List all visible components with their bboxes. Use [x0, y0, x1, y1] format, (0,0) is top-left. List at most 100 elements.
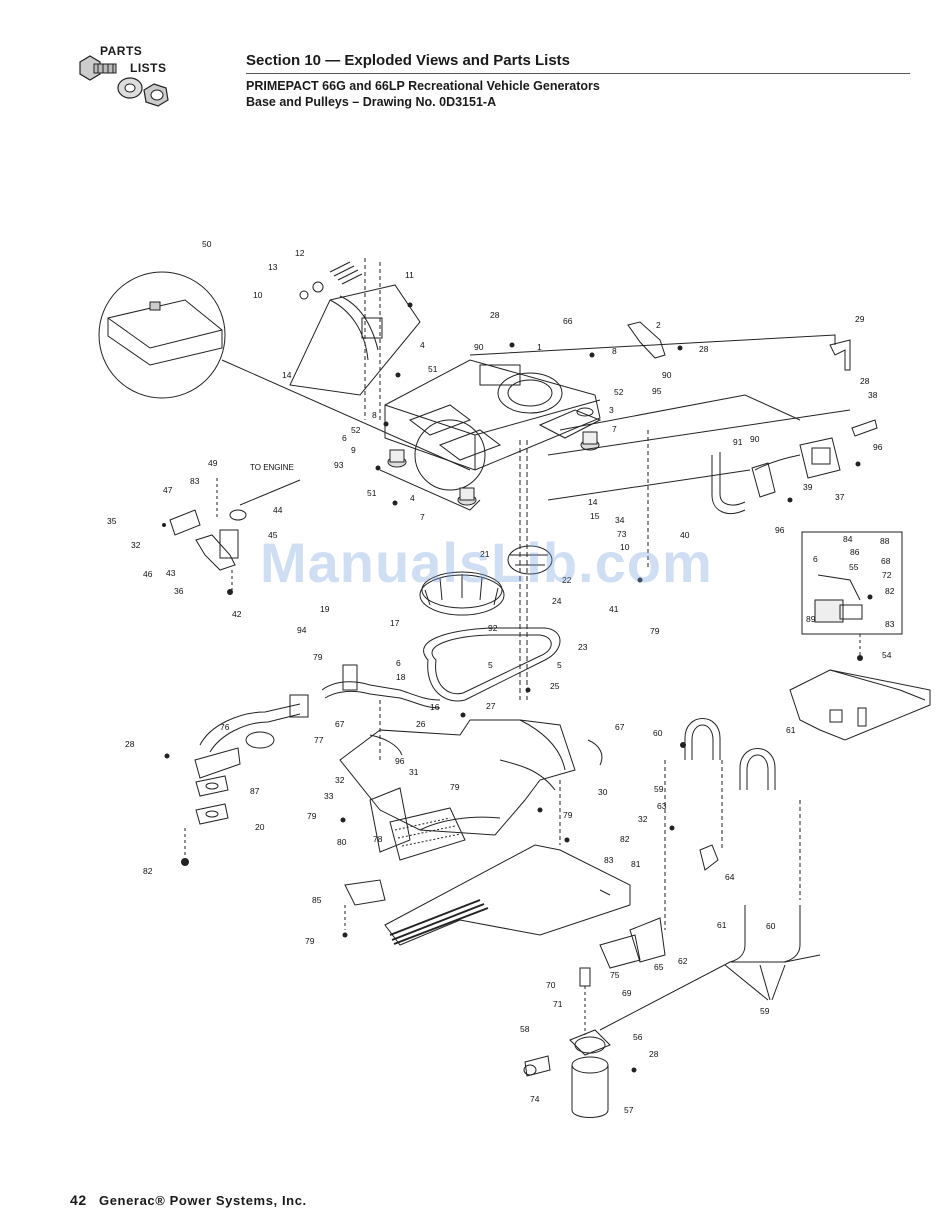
logo-lists-text: LISTS: [130, 61, 167, 75]
callout-38: 38: [868, 390, 878, 400]
callout-35: 35: [107, 516, 117, 526]
callout-9: 9: [351, 445, 356, 455]
callout-61b: 61: [717, 920, 727, 930]
callout-90a: 90: [474, 342, 484, 352]
callout-95: 95: [652, 386, 662, 396]
product-title: PRIMEPACT 66G and 66LP Recreational Vehi…: [246, 79, 600, 93]
callout-40: 40: [680, 530, 690, 540]
callout-6a: 6: [342, 433, 347, 443]
callout-79b: 79: [313, 652, 323, 662]
callout-50: 50: [202, 239, 212, 249]
callout-89: 89: [806, 614, 816, 624]
callout-52b: 52: [351, 425, 361, 435]
callout-4b: 4: [410, 493, 415, 503]
callout-17: 17: [390, 618, 400, 628]
callout-59b: 59: [760, 1006, 770, 1016]
callout-32a: 32: [131, 540, 141, 550]
callout-82c: 82: [143, 866, 153, 876]
callout-83b: 83: [885, 619, 895, 629]
callout-30: 30: [598, 787, 608, 797]
callout-69: 69: [622, 988, 632, 998]
callout-70: 70: [546, 980, 556, 990]
page-header: Section 10 — Exploded Views and Parts Li…: [246, 52, 910, 110]
company-name: Generac® Power Systems, Inc.: [99, 1193, 307, 1208]
callout-45: 45: [268, 530, 278, 540]
callout-94: 94: [297, 625, 307, 635]
callout-28c: 28: [860, 376, 870, 386]
callout-83a: 83: [190, 476, 200, 486]
callout-28b: 28: [699, 344, 709, 354]
callout-83c: 83: [604, 855, 614, 865]
callout-55: 55: [849, 562, 859, 572]
callout-63: 63: [657, 801, 667, 811]
caption-to-engine: TO ENGINE: [250, 463, 294, 472]
callout-96a: 96: [873, 442, 883, 452]
callout-31: 31: [409, 767, 419, 777]
callout-86: 86: [850, 547, 860, 557]
callout-19: 19: [320, 604, 330, 614]
callout-49: 49: [208, 458, 218, 468]
callout-52a: 52: [614, 387, 624, 397]
callout-24: 24: [552, 596, 562, 606]
callout-11: 11: [405, 270, 414, 280]
callout-66: 66: [563, 316, 573, 326]
callout-79e: 79: [307, 811, 317, 821]
page-footer: 42 Generac® Power Systems, Inc.: [70, 1192, 307, 1208]
callout-29: 29: [855, 314, 865, 324]
callout-68: 68: [881, 556, 891, 566]
callout-91: 91: [733, 437, 743, 447]
callout-73: 73: [617, 529, 627, 539]
callout-51a: 51: [428, 364, 438, 374]
callout-47: 47: [163, 485, 173, 495]
logo-parts-text: PARTS: [100, 44, 143, 58]
callout-27: 27: [486, 701, 496, 711]
callout-84: 84: [843, 534, 853, 544]
callout-32b: 32: [335, 775, 345, 785]
callout-64: 64: [725, 872, 735, 882]
callout-5a: 5: [488, 660, 493, 670]
callout-77: 77: [314, 735, 324, 745]
callout-15: 15: [590, 511, 600, 521]
callout-10: 10: [253, 290, 263, 300]
callout-82b: 82: [620, 834, 630, 844]
callout-14b: 14: [588, 497, 598, 507]
callout-12: 12: [295, 248, 305, 258]
callout-14a: 14: [282, 370, 292, 380]
callout-79a: 79: [650, 626, 660, 636]
callout-16: 16: [430, 702, 440, 712]
callout-18: 18: [396, 672, 406, 682]
callout-71: 71: [553, 999, 563, 1009]
callout-85: 85: [312, 895, 322, 905]
callout-5b: 5: [557, 660, 562, 670]
parts-lists-logo: PARTS LISTS: [72, 40, 192, 120]
callout-65: 65: [654, 962, 664, 972]
callout-61a: 61: [786, 725, 796, 735]
callout-8b: 8: [372, 410, 377, 420]
callout-37: 37: [835, 492, 845, 502]
callout-7a: 7: [612, 424, 617, 434]
callout-21: 21: [480, 549, 490, 559]
callout-79d: 79: [563, 810, 573, 820]
callout-33: 33: [324, 791, 334, 801]
callout-82a: 82: [885, 586, 895, 596]
callout-56: 56: [633, 1032, 643, 1042]
drawing-title: Base and Pulleys – Drawing No. 0D3151-A: [246, 95, 497, 109]
callout-60b: 60: [766, 921, 776, 931]
callout-44: 44: [273, 505, 283, 515]
callout-58: 58: [520, 1024, 530, 1034]
callout-79f: 79: [305, 936, 315, 946]
exploded-view-diagram: 50 12 13 10 11 28 66 2 28 90 1 8 4 51 90…: [98, 239, 931, 1118]
callout-2: 2: [656, 320, 661, 330]
callout-67a: 67: [335, 719, 345, 729]
callout-41: 41: [609, 604, 619, 614]
callout-8a: 8: [612, 346, 617, 356]
callout-28e: 28: [649, 1049, 659, 1059]
callout-90c: 90: [750, 434, 760, 444]
callout-28d: 28: [125, 739, 135, 749]
callout-62: 62: [678, 956, 688, 966]
callout-39: 39: [803, 482, 813, 492]
callout-34: 34: [615, 515, 625, 525]
callout-96b: 96: [775, 525, 785, 535]
callout-92: 92: [488, 623, 498, 633]
callout-46: 46: [143, 569, 153, 579]
